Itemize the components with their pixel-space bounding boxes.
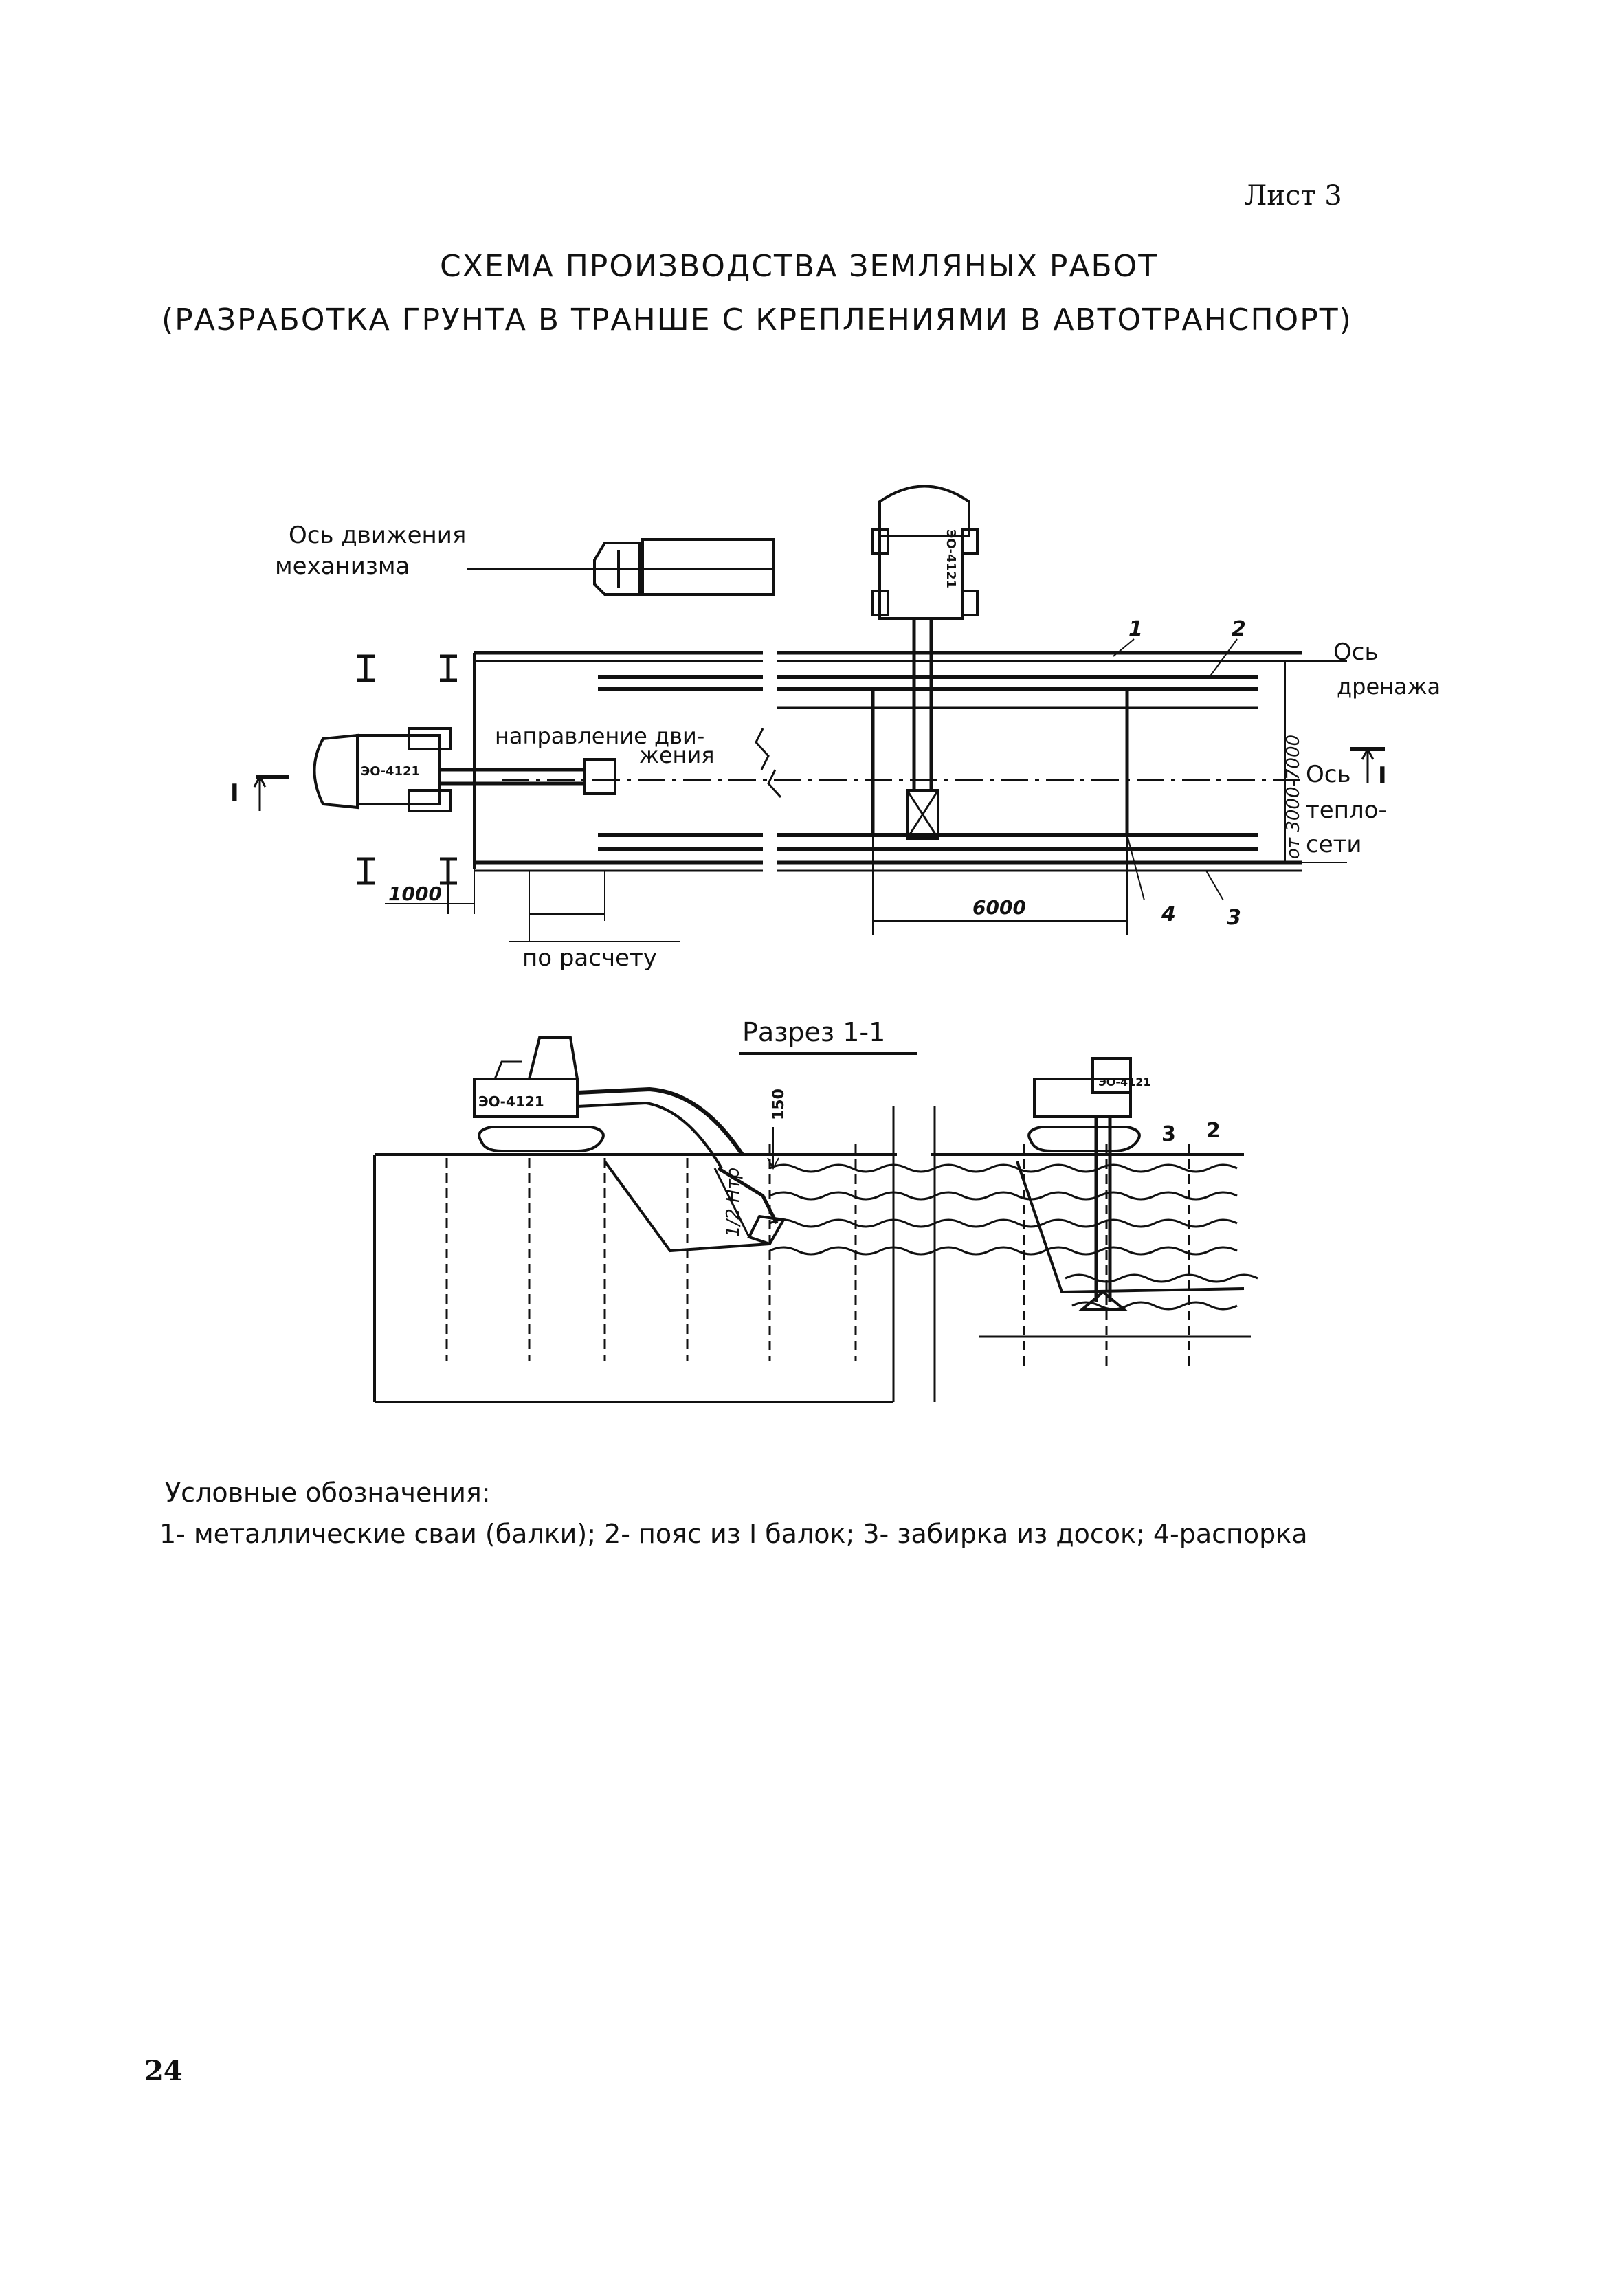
legend-items: 1- металлические сваи (балки); 2- пояс и… xyxy=(159,1519,1308,1549)
dim-width xyxy=(1284,660,1347,863)
excavator-section-right xyxy=(1027,1057,1141,1311)
axis-motion-label: Ось движения xyxy=(289,522,466,549)
excavator-plan-left xyxy=(313,727,616,812)
by-calc-label: по расчету xyxy=(522,944,657,972)
dim-1000 xyxy=(385,862,475,914)
excavator-code-plan-top: ЭО-4121 xyxy=(944,529,958,588)
section-num-3: 3 xyxy=(1161,1122,1176,1146)
excavator-code-plan-left: ЭО-4121 xyxy=(361,764,420,779)
section-mark-left-label: I xyxy=(230,779,239,807)
excavator-code-section-right: ЭО-4121 xyxy=(1098,1076,1151,1089)
direction-label-2: жения xyxy=(639,742,714,768)
drawing: Ось движения механизма Ось дренажа напра… xyxy=(230,485,1441,1403)
sheet-label: Лист 3 xyxy=(1244,180,1342,212)
section-planking xyxy=(769,1163,1258,1311)
section-num-2: 2 xyxy=(1206,1119,1221,1143)
half-h-label: 1/2 Нтр xyxy=(723,1168,744,1237)
num-3-label: 3 xyxy=(1227,906,1241,930)
axis-drainage-label: Ось xyxy=(1333,638,1379,666)
i-beam-markers xyxy=(357,654,457,885)
dim-150-label: 150 xyxy=(770,1089,788,1120)
direction-label: направление дви- xyxy=(495,723,704,749)
dump-truck xyxy=(593,538,775,596)
axis-heat-label-2: тепло- xyxy=(1306,797,1387,824)
num-4-label: 4 xyxy=(1161,902,1176,926)
trench-left xyxy=(473,651,763,872)
legend-title: Условные обозначения: xyxy=(165,1478,491,1508)
section-mark-left xyxy=(253,774,289,811)
excavator-code-section-left: ЭО-4121 xyxy=(478,1093,544,1110)
dim-6000-label: 6000 xyxy=(972,896,1026,919)
axis-heat-label-3: сети xyxy=(1306,831,1362,858)
excavator-section-left xyxy=(473,1036,786,1246)
dim-by-calc xyxy=(509,871,680,942)
dim-1000-label: 1000 xyxy=(388,882,442,905)
title-line-1: СХЕМА ПРОИЗВОДСТВА ЗЕМЛЯНЫХ РАБОТ xyxy=(440,249,1159,284)
trench-right xyxy=(777,651,1302,872)
dim-width-label: от 3000-7000 xyxy=(1283,735,1304,859)
dim-6000 xyxy=(872,834,1224,935)
section-ground xyxy=(373,1106,1251,1403)
section-mark-right xyxy=(1350,746,1385,783)
num-2-label: 2 xyxy=(1232,617,1246,641)
axis-motion-label-2: механизма xyxy=(275,553,410,580)
axis-heat-label: Ось xyxy=(1306,761,1351,788)
section-piles xyxy=(445,1144,1190,1368)
excavator-plan-top xyxy=(871,485,979,840)
title-line-2: (РАЗРАБОТКА ГРУНТА В ТРАНШЕ С КРЕПЛЕНИЯМ… xyxy=(162,302,1353,337)
page-number: 24 xyxy=(144,2055,183,2087)
num-1-label: 1 xyxy=(1128,617,1143,641)
axis-drainage-label-2: дренажа xyxy=(1337,673,1441,700)
section-mark-right-label: I xyxy=(1378,762,1387,790)
section-title: Разрез 1-1 xyxy=(742,1017,885,1047)
